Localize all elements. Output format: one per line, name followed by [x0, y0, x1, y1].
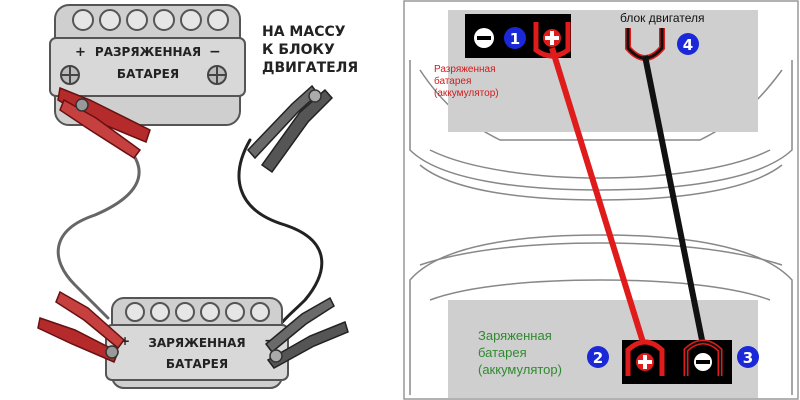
svg-text:Разряженная: Разряженная — [434, 64, 496, 75]
discharged-battery-label: Разряженная батарея (аккумулятор) — [434, 64, 499, 99]
charged-battery: + − ЗАРЯЖЕННАЯ БАТАРЕЯ — [105, 297, 289, 389]
charged-plus-sign: + — [120, 334, 130, 348]
ground-note-line1: НА МАССУ — [262, 24, 346, 40]
discharged-battery-label-line1: РАЗРЯЖЕННАЯ — [95, 45, 201, 59]
discharged-terminal-plus-icon — [60, 65, 80, 85]
discharged-battery-cells — [72, 9, 229, 31]
svg-text:Заряженная: Заряженная — [478, 328, 552, 343]
top-left-red-clamp-icon — [57, 86, 151, 160]
marker-2: 2 — [587, 346, 609, 368]
discharged-plus-sign: + — [75, 45, 86, 60]
marker-1: 1 — [504, 27, 526, 49]
svg-text:3: 3 — [743, 349, 753, 367]
engine-block-label: блок двигателя — [620, 11, 704, 25]
discharged-battery: + − РАЗРЯЖЕННАЯ БАТАРЕЯ — [49, 4, 246, 126]
charged-battery-label: Заряженная батарея (аккумулятор) — [478, 328, 562, 377]
positive-cable — [549, 47, 649, 353]
svg-text:батарея: батарея — [478, 345, 527, 360]
negative-cable — [642, 55, 707, 351]
bottom-plus-terminal-icon — [625, 339, 665, 376]
red-cable-wire — [56, 138, 141, 320]
svg-text:4: 4 — [683, 36, 693, 54]
ground-note-line2: К БЛОКУ — [262, 42, 335, 58]
right-illustration: 1 2 3 4 блок двигателя Разряженная батар… — [403, 0, 799, 400]
bottom-minus-terminal-icon — [683, 339, 723, 376]
ground-note: НА МАССУ К БЛОКУ ДВИГАТЕЛЯ — [262, 24, 358, 76]
svg-text:2: 2 — [593, 349, 603, 367]
discharged-terminal-minus-icon — [207, 65, 227, 85]
charged-battery-label-line1: ЗАРЯЖЕННАЯ — [148, 336, 245, 350]
marker-3: 3 — [737, 346, 759, 368]
left-cables — [56, 138, 324, 327]
charged-battery-block — [622, 339, 732, 384]
bottom-left-red-clamps-icon — [37, 290, 126, 363]
discharged-minus-sign: − — [209, 44, 221, 60]
svg-text:1: 1 — [510, 30, 520, 48]
discharged-battery-label-line2: БАТАРЕЯ — [117, 67, 179, 81]
svg-text:батарея: батарея — [434, 75, 471, 87]
ground-note-line3: ДВИГАТЕЛЯ — [262, 60, 358, 76]
charged-battery-cells — [125, 302, 270, 322]
bottom-car-outline — [409, 234, 793, 395]
black-cable-wire — [237, 138, 324, 327]
svg-text:(аккумулятор): (аккумулятор) — [434, 88, 499, 99]
charged-battery-label-line2: БАТАРЕЯ — [166, 357, 228, 371]
ground-black-clamp-icon — [246, 84, 334, 174]
bottom-right-black-clamps-icon — [264, 296, 349, 369]
marker-4: 4 — [677, 33, 699, 55]
left-illustration: + − РАЗРЯЖЕННАЯ БАТАРЕЯ НА МАССУ К БЛОКУ… — [37, 4, 358, 389]
top-minus-terminal-icon — [474, 28, 494, 48]
svg-text:(аккумулятор): (аккумулятор) — [478, 362, 562, 377]
